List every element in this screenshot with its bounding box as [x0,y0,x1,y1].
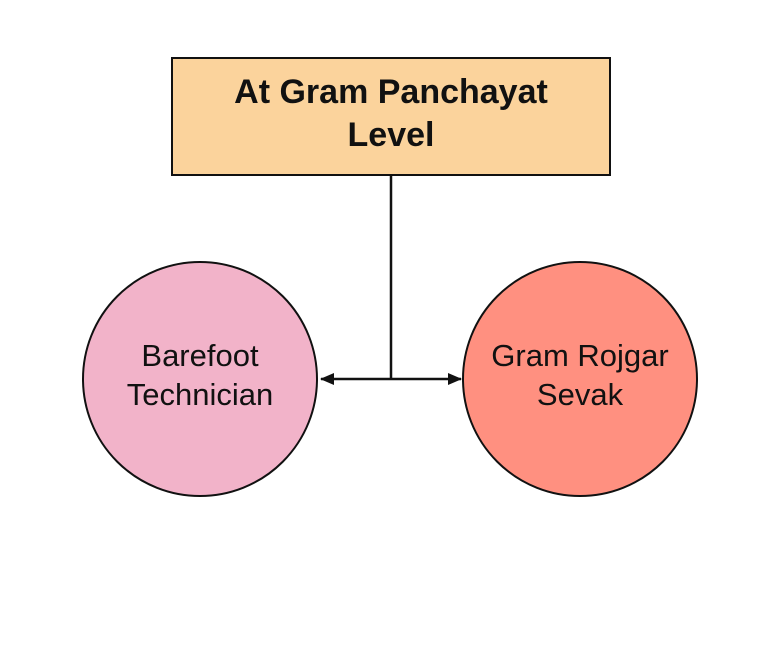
connectors [320,175,462,385]
node-barefoot-technician: Barefoot Technician [82,261,318,497]
title-line-2: Level [348,116,435,154]
barefoot-technician-circle [82,261,318,497]
barefoot-technician-label-line-1: Barefoot [141,338,259,373]
gram-rojgar-sevak-label-line-2: Sevak [537,377,624,412]
gram-rojgar-sevak-circle [462,261,698,497]
barefoot-technician-label-line-2: Technician [127,377,273,412]
title-box: At Gram Panchayat Level [171,57,611,176]
node-gram-rojgar-sevak: Gram Rojgar Sevak [462,261,698,497]
title-box-rect [171,57,611,176]
title-line-1: At Gram Panchayat [234,73,548,111]
gram-rojgar-sevak-label-line-1: Gram Rojgar [491,338,668,373]
